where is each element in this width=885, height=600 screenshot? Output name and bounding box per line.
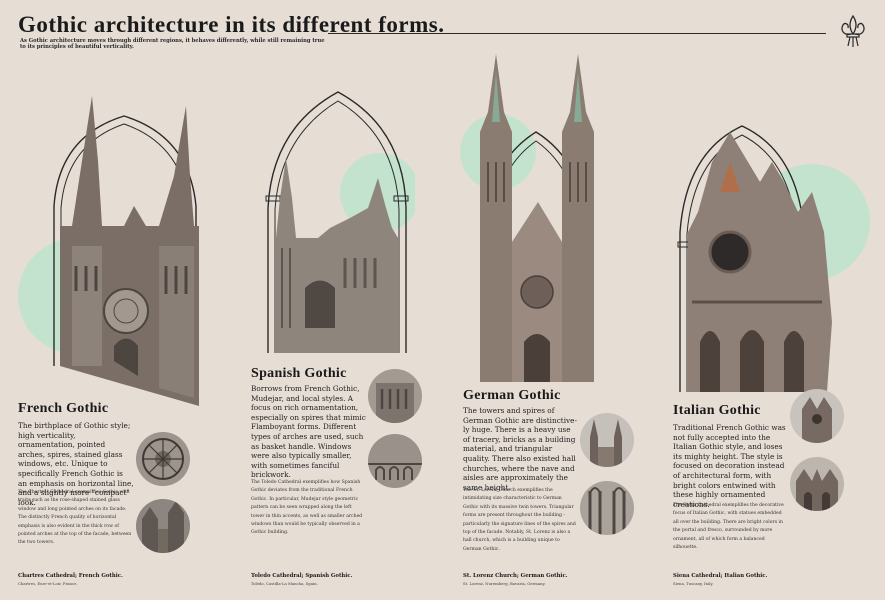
french-cathedral-illustration [14, 66, 214, 426]
spanish-arches-photo [368, 434, 422, 488]
german-towers-photo [580, 413, 634, 467]
french-detail-text: The Chartres Cathedral exemplifies Gothi… [18, 490, 132, 546]
spanish-cathedral-illustration [260, 88, 415, 358]
german-caption: St. Lorenz Church; German Gothic. [463, 573, 568, 579]
french-heading: French Gothic [18, 401, 109, 416]
french-description: The birthplace of Gothic style; high ver… [18, 421, 134, 507]
spanish-caption: Toledo Cathedral; Spanish Gothic. [251, 573, 353, 579]
italian-heading: Italian Gothic [673, 403, 761, 418]
italian-detail-text: The Siena Cathedral exemplifies the deco… [673, 503, 784, 551]
italian-facade-photo [790, 389, 844, 443]
spanish-detail-text: The Toledo Cathedral exemplifies how Spa… [251, 480, 363, 536]
spanish-tower-photo [368, 369, 422, 423]
italian-caption-detail: Siena, Tuscany, Italy. [673, 581, 714, 586]
italian-cathedral-illustration [672, 122, 872, 392]
italian-caption: Siena Cathedral; Italian Gothic. [673, 573, 768, 579]
page-title: Gothic architecture in its different for… [18, 12, 445, 37]
french-caption: Chartres Cathedral; French Gothic. [18, 573, 123, 579]
french-facade-photo [136, 499, 190, 553]
italian-description: Traditional French Gothic was not fully … [673, 423, 786, 509]
german-detail-text: The St. Lorenz Church exemplifies the in… [463, 488, 576, 552]
german-description: The towers and spires of German Gothic a… [463, 406, 577, 492]
french-caption-detail: Chartres, Eure-et-Loir, France. [18, 581, 78, 586]
german-church-illustration [458, 52, 613, 382]
german-heading: German Gothic [463, 388, 561, 403]
italian-detail-photo [790, 457, 844, 511]
page-subtitle: As Gothic architecture moves through dif… [20, 38, 325, 51]
german-interior-photo [580, 481, 634, 535]
french-rose-window-photo [136, 432, 190, 486]
spanish-description: Borrows from French Gothic, Mudejar, and… [251, 384, 366, 480]
spanish-caption-detail: Toledo, Castilla-La Mancha, Spain. [251, 581, 318, 586]
fleur-de-lis-icon [838, 14, 868, 50]
german-caption-detail: St. Lorenz, Nuremberg, Bavaria, Germany. [463, 581, 546, 586]
title-divider [328, 33, 826, 34]
spanish-heading: Spanish Gothic [251, 366, 347, 381]
